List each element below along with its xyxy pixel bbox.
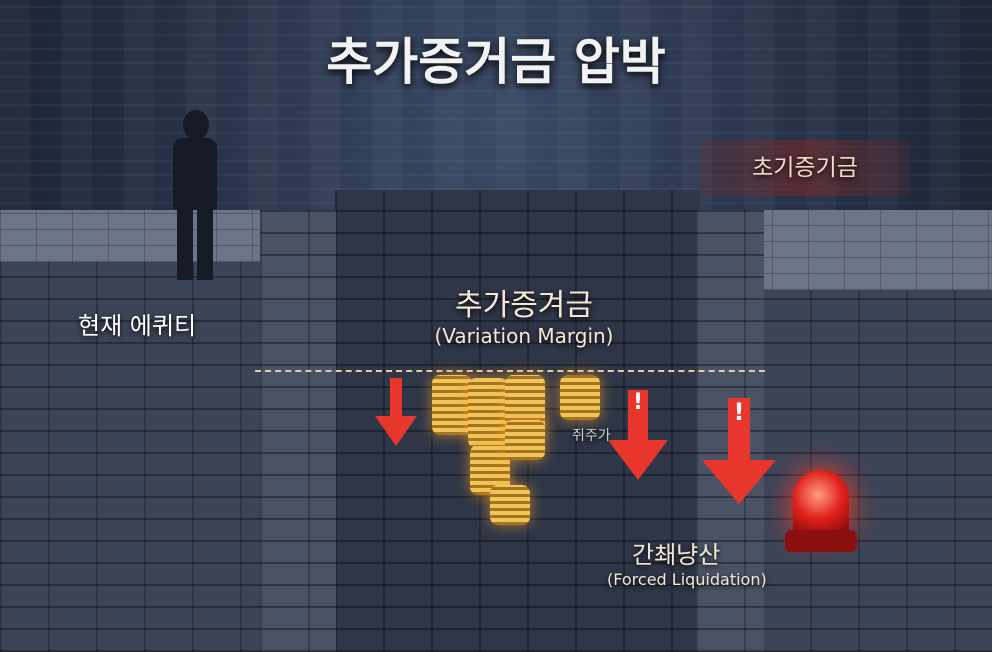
alert-down-arrow-icon: !	[702, 398, 776, 504]
alert-down-arrow-icon: !	[608, 390, 668, 480]
down-arrow-icon	[375, 378, 417, 446]
left-pillar	[0, 262, 260, 652]
variation-margin-en-label: (Variation Margin)	[434, 324, 614, 348]
initial-margin-label: 초기증기금	[700, 140, 910, 196]
right-pillar	[762, 290, 992, 652]
coin-stack	[505, 420, 545, 460]
person-silhouette-icon	[165, 110, 223, 282]
small-caption: 쥐주가	[572, 428, 611, 444]
alarm-siren-icon	[785, 470, 857, 560]
forced-liquidation-label: 간쵀냥산	[632, 541, 721, 569]
current-equity-label: 현재 에퀴티	[78, 312, 197, 340]
margin-line	[255, 370, 765, 372]
coin-stack	[560, 375, 600, 420]
coin-stack	[468, 378, 508, 448]
left-pillar-side	[260, 210, 336, 652]
page-title: 추가증거금 압박	[326, 33, 666, 91]
coin-stack	[490, 485, 530, 525]
variation-margin-label: 추가증겨금	[455, 288, 593, 323]
forced-liquidation-en-label: (Forced Liquidation)	[607, 570, 767, 589]
coin-stack	[432, 375, 472, 435]
